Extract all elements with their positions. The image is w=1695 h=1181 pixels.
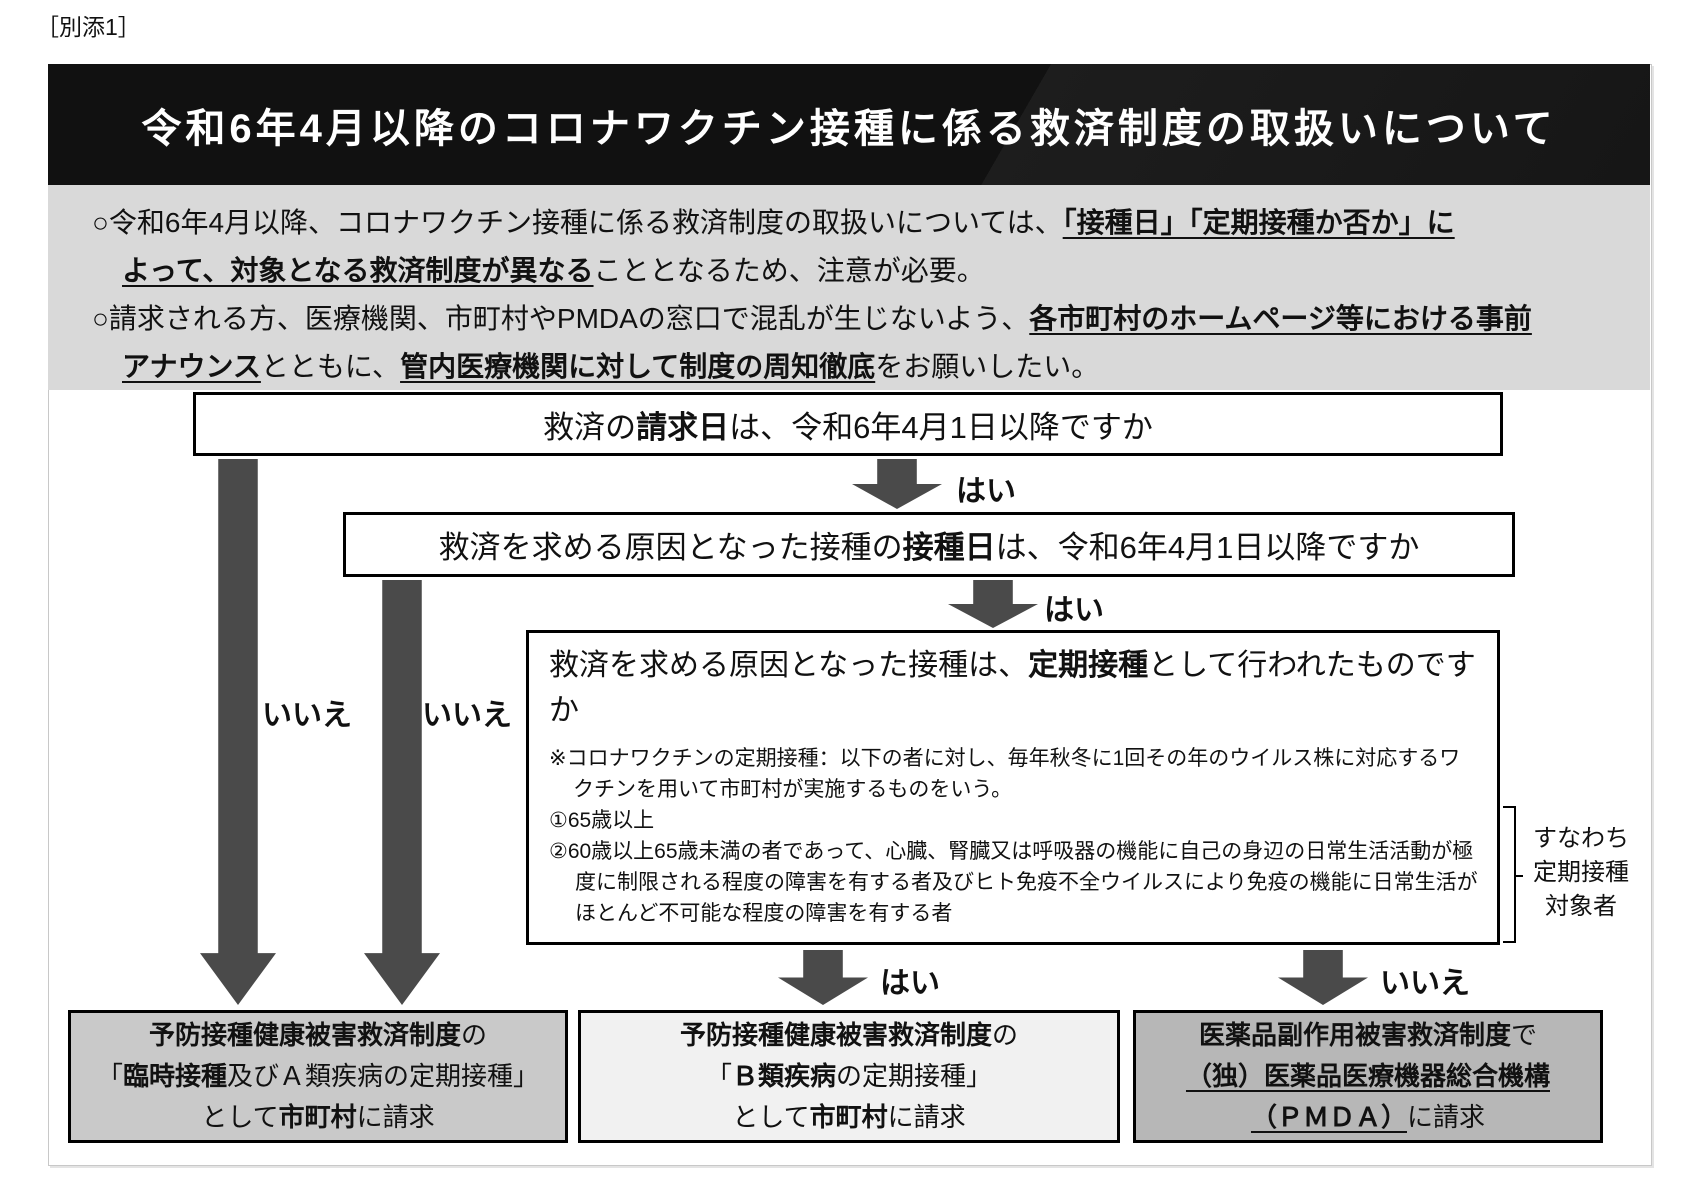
text-segment: の [461, 1020, 488, 1050]
text-segment-emphasis: 定期接種 [1028, 649, 1149, 682]
text-segment-emphasis: Ｂ類疾病 [731, 1061, 836, 1091]
text-segment-emphasis: 各市町村のホームページ等における事前 [1029, 303, 1532, 334]
result-line: 「Ｂ類疾病の定期接種」 [706, 1056, 992, 1097]
text-segment: の [992, 1020, 1019, 1050]
text-segment-emphasis: 臨時接種 [122, 1061, 227, 1091]
side-note-line: 定期接種 [1533, 859, 1629, 886]
text-segment: ○請求される方、医療機関、市町村やPMDAの窓口で混乱が生じないよう、 [92, 303, 1030, 334]
text-segment: は、令和6年4月1日以降ですか [729, 409, 1153, 445]
label-yes-3: はい [880, 967, 940, 1000]
intro-line-3: ○請求される方、医療機関、市町村やPMDAの窓口で混乱が生じないよう、各市町村の… [92, 295, 1650, 343]
text-segment-emphasis: 予防接種健康被害救済制度 [679, 1020, 992, 1050]
result-line: （独）医薬品医療機器総合機構 [1186, 1056, 1550, 1097]
text-segment: とともに、 [260, 351, 401, 382]
intro-box: ○令和6年4月以降、コロナワクチン接種に係る救済制度の取扱いについては、「接種日… [48, 185, 1650, 390]
text-segment: 救済を求める原因となった接種は、 [549, 649, 1029, 682]
intro-line-4: アナウンスとともに、管内医療機関に対して制度の周知徹底をお願いしたい。 [92, 343, 1650, 391]
text-segment: に請求 [356, 1102, 435, 1132]
label-no-3: いいえ [1380, 967, 1470, 1000]
text-segment: として [201, 1102, 279, 1132]
text-segment: として行われたものですか [549, 649, 1476, 727]
text-segment: の定期接種」 [836, 1061, 993, 1091]
text-segment-emphasis: （ＰＭＤＡ） [1250, 1102, 1407, 1132]
text-segment: 「 [96, 1061, 123, 1091]
label-no-1: いいえ [262, 699, 352, 732]
result-line: として市町村に請求 [732, 1097, 965, 1138]
routine-vaccination-note: ※コロナワクチンの定期接種：以下の者に対し、毎年秋冬に1回その年のウイルス株に対… [549, 747, 1461, 801]
question-text: 救済を求める原因となった接種は、定期接種として行われたものですか [549, 643, 1479, 733]
intro-line-1: ○令和6年4月以降、コロナワクチン接種に係る救済制度の取扱いについては、「接種日… [92, 199, 1650, 247]
side-note-line: すなわち [1533, 825, 1629, 852]
eligibility-item-2: ②60歳以上65歳未満の者であって、心臓、腎臓又は呼吸器の機能に自己の身辺の日常… [549, 840, 1478, 925]
question-box-routine-vaccination: 救済を求める原因となった接種は、定期接種として行われたものですか ※コロナワクチ… [526, 630, 1500, 945]
side-bracket [1503, 806, 1523, 943]
eligibility-item-1: ①65歳以上 [549, 809, 655, 832]
question-box-vaccination-date: 救済を求める原因となった接種の接種日は、令和6年4月1日以降ですか [343, 512, 1515, 577]
question-box-claim-date: 救済の請求日は、令和6年4月1日以降ですか [193, 392, 1503, 456]
result-box-municipal-a-class: 予防接種健康被害救済制度の 「臨時接種及びＡ類疾病の定期接種」 として市町村に請… [68, 1010, 568, 1143]
text-segment: に請求 [887, 1102, 966, 1132]
text-segment: こととなるため、注意が必要。 [593, 255, 985, 286]
title-bar: 令和6年4月以降のコロナワクチン接種に係る救済制度の取扱いについて [48, 64, 1650, 185]
result-box-pmda: 医薬品副作用被害救済制度で （独）医薬品医療機器総合機構 （ＰＭＤＡ）に請求 [1133, 1010, 1603, 1143]
label-yes-2: はい [1044, 594, 1104, 627]
result-line: として市町村に請求 [201, 1097, 434, 1138]
text-segment-emphasis: 「接種日」「定期接種か否か」に [1062, 207, 1455, 238]
attachment-tag: ［別添1］ [36, 14, 141, 40]
text-segment: として [732, 1102, 810, 1132]
text-segment-emphasis: アナウンス [122, 351, 261, 382]
text-segment-emphasis: 請求日 [636, 409, 730, 445]
result-line: 医薬品副作用被害救済制度で [1199, 1015, 1537, 1056]
text-segment: 「 [705, 1061, 732, 1091]
label-yes-1: はい [956, 475, 1016, 508]
text-segment: で [1511, 1020, 1538, 1050]
result-line: 「臨時接種及びＡ類疾病の定期接種」 [97, 1056, 539, 1097]
result-box-municipal-b-class: 予防接種健康被害救済制度の 「Ｂ類疾病の定期接種」 として市町村に請求 [578, 1010, 1120, 1143]
text-segment-emphasis: （独）医薬品医療機器総合機構 [1185, 1061, 1550, 1091]
label-no-2: いいえ [422, 699, 512, 732]
text-segment-emphasis: 管内医療機関に対して制度の周知徹底 [400, 351, 876, 382]
intro-line-2: よって、対象となる救済制度が異なることとなるため、注意が必要。 [92, 247, 1650, 295]
side-note: すなわち 定期接種 対象者 [1522, 822, 1640, 924]
text-segment: をお願いしたい。 [875, 351, 1100, 382]
result-line: 予防接種健康被害救済制度の [149, 1015, 487, 1056]
text-segment: は、令和6年4月1日以降ですか [995, 530, 1420, 565]
text-segment-emphasis: よって、対象となる救済制度が異なる [122, 255, 594, 286]
text-segment-emphasis: 予防接種健康被害救済制度 [148, 1020, 461, 1050]
text-segment-emphasis: 接種日 [902, 530, 996, 565]
text-segment-emphasis: 市町村 [809, 1102, 888, 1132]
side-note-line: 対象者 [1545, 893, 1617, 920]
bracket-nub [1514, 874, 1523, 877]
text-segment: 救済の [543, 409, 637, 445]
page-title: 令和6年4月以降のコロナワクチン接種に係る救済制度の取扱いについて [141, 106, 1557, 151]
text-segment-emphasis: 医薬品副作用被害救済制度 [1198, 1020, 1511, 1050]
result-line: （ＰＭＤＡ）に請求 [1251, 1097, 1485, 1138]
text-segment: 及びＡ類疾病の定期接種」 [227, 1061, 540, 1091]
text-segment-emphasis: 市町村 [278, 1102, 357, 1132]
text-segment: に請求 [1407, 1102, 1486, 1132]
text-segment: ○令和6年4月以降、コロナワクチン接種に係る救済制度の取扱いについては、 [92, 207, 1063, 238]
text-segment: 救済を求める原因となった接種の [438, 530, 903, 565]
result-line: 予防接種健康被害救済制度の [680, 1015, 1018, 1056]
